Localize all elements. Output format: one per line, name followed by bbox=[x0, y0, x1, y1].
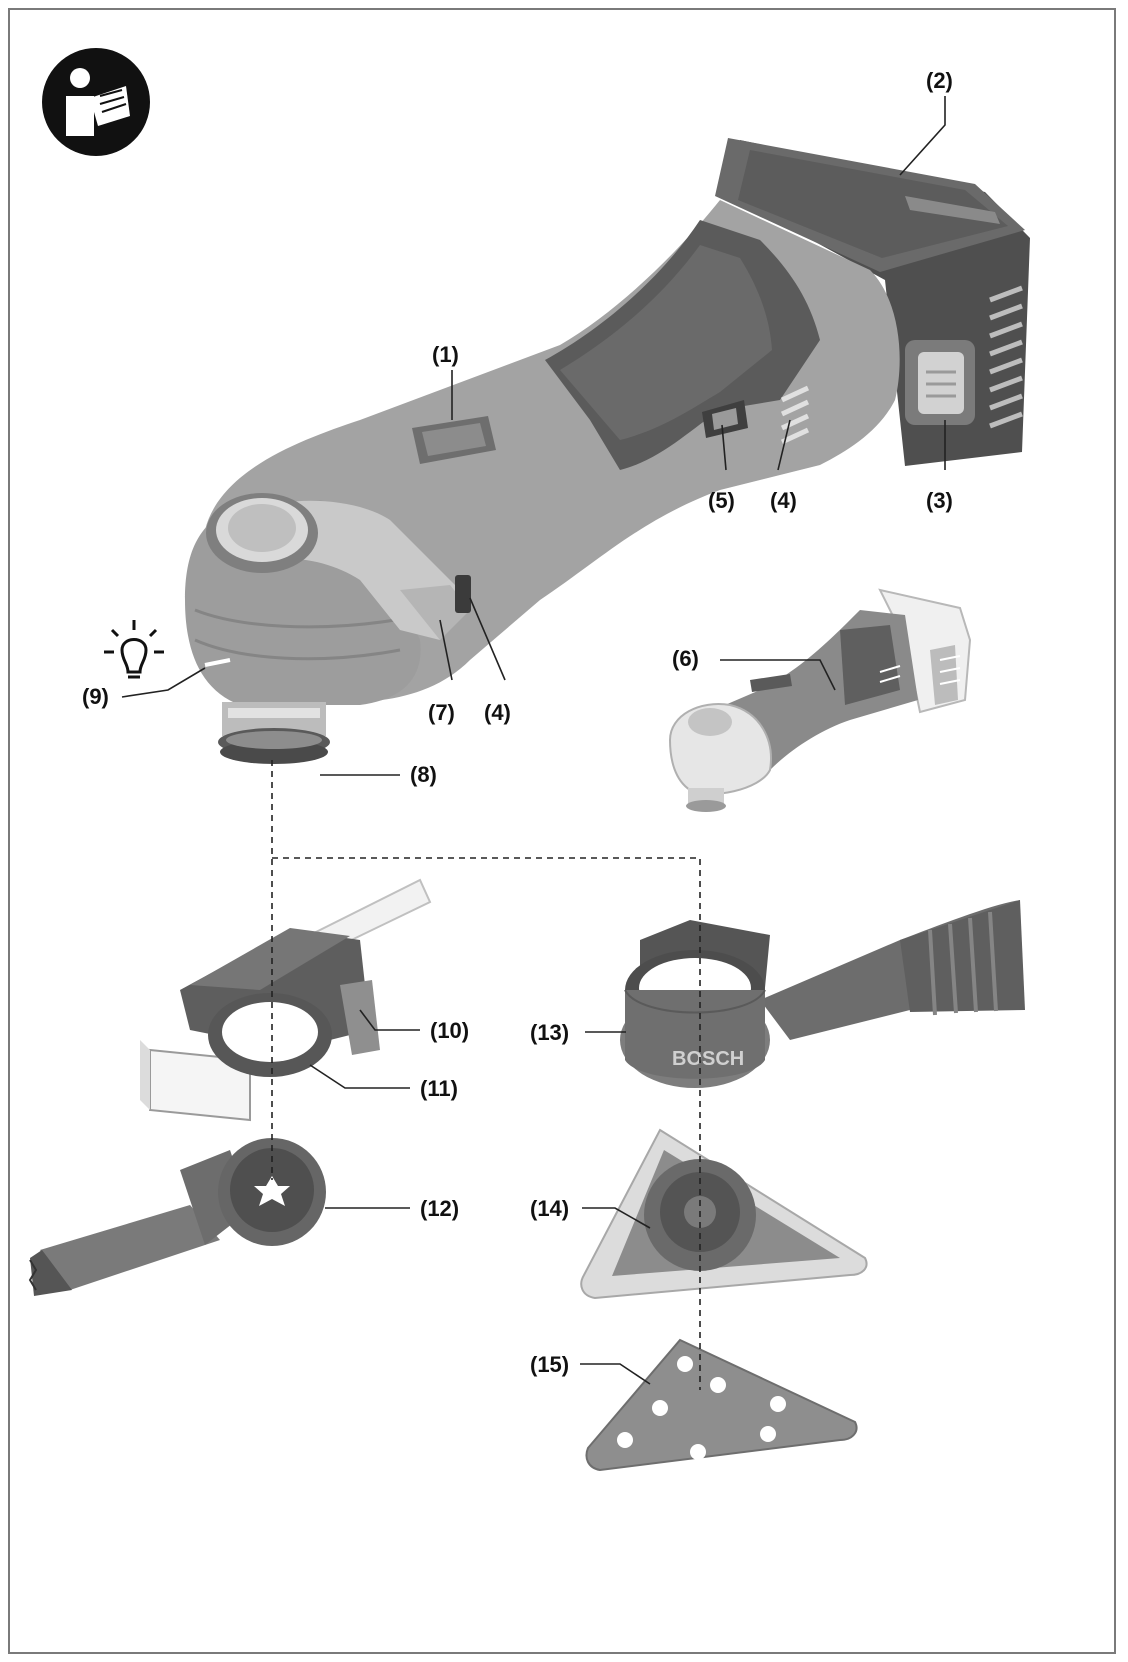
tool-thumbnail bbox=[668, 588, 972, 812]
release-latch bbox=[455, 575, 471, 613]
callout-14: (14) bbox=[530, 1196, 569, 1221]
read-manual-icon bbox=[42, 48, 150, 156]
callout-3: (3) bbox=[926, 488, 953, 513]
dust-extraction-adapter: BOSCH bbox=[620, 900, 1025, 1088]
callout-4-head: (4) bbox=[484, 700, 511, 725]
main-tool bbox=[185, 138, 1030, 764]
sanding-sheet bbox=[585, 1338, 858, 1472]
tool-holder bbox=[218, 702, 330, 764]
callout-11: (11) bbox=[420, 1076, 458, 1101]
plunge-cut-saw-blade bbox=[28, 1138, 326, 1296]
callout-1: (1) bbox=[432, 342, 459, 367]
depth-stop-adapter bbox=[140, 878, 432, 1122]
battery-release-button bbox=[905, 340, 975, 425]
assembly-lines bbox=[271, 760, 701, 1390]
speed-preselection-dial bbox=[702, 400, 748, 438]
leader-lines bbox=[121, 96, 946, 1385]
handle-vent-slots bbox=[780, 385, 810, 445]
callout-5: (5) bbox=[708, 488, 735, 513]
work-light bbox=[204, 658, 231, 667]
battery-vent-slots bbox=[989, 285, 1023, 429]
callout-10: (10) bbox=[430, 1018, 469, 1043]
callout-2: (2) bbox=[926, 68, 953, 93]
brand-mark: BOSCH bbox=[672, 1048, 744, 1070]
callout-15: (15) bbox=[530, 1352, 569, 1377]
callout-6: (6) bbox=[672, 646, 699, 671]
on-off-switch bbox=[412, 416, 496, 464]
callout-13: (13) bbox=[530, 1020, 569, 1045]
head-top-cap bbox=[206, 493, 318, 573]
callout-7: (7) bbox=[428, 700, 455, 725]
battery-pack bbox=[715, 138, 1030, 466]
callout-4-handle: (4) bbox=[770, 488, 797, 513]
callout-labels: (1) (2) (3) (4) (5) (6) (7) (4) (8) (9) … bbox=[82, 68, 953, 1377]
callout-8: (8) bbox=[410, 762, 437, 787]
callout-9: (9) bbox=[82, 684, 109, 709]
callout-12: (12) bbox=[420, 1196, 459, 1221]
work-light-icon bbox=[104, 620, 164, 679]
delta-sanding-plate bbox=[580, 1128, 868, 1300]
